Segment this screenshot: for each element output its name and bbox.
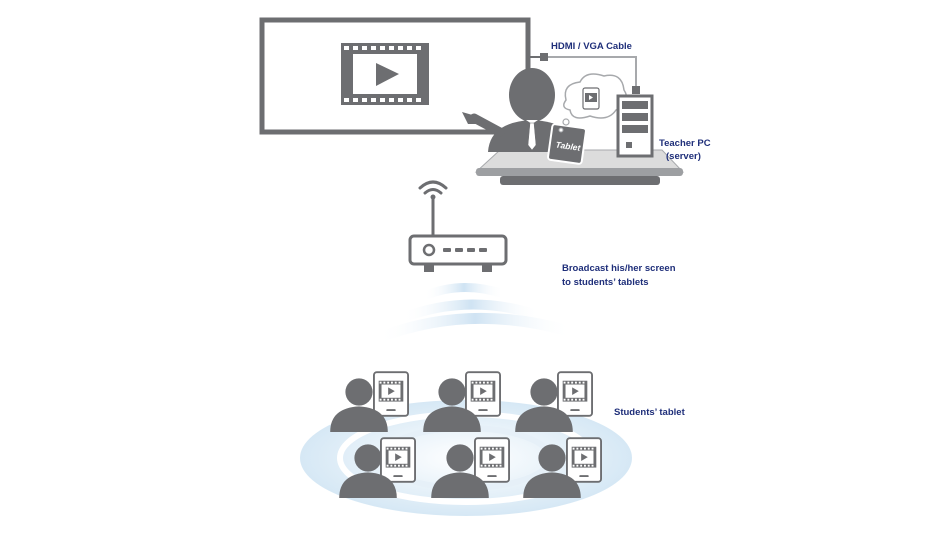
projector-screen [259,17,531,135]
hdmi-vga-cable [530,53,640,94]
wifi-signal-icon [418,180,448,195]
mini-tablet-video-icon [582,87,600,110]
thought-bubble [558,73,628,133]
cable-label: HDMI / VGA Cable [551,41,632,52]
pointing-hand-icon [462,112,478,124]
broadcast-label: Broadcast his/her screen [562,263,676,274]
teacher-pc-tower [616,94,654,158]
wifi-router [408,180,508,272]
film-video-icon [341,43,429,105]
teacher-tablet: Tablet [547,123,587,165]
students-tablet-label: Students’ tablet [614,407,685,418]
teacher-pc-server-label: (server) [666,151,701,162]
tablet-label: Tablet [555,139,582,153]
broadcast-label-line2: to students’ tablets [562,277,649,288]
teacher-pc-label: Teacher PC [659,138,711,149]
broadcast-waves [372,283,578,344]
